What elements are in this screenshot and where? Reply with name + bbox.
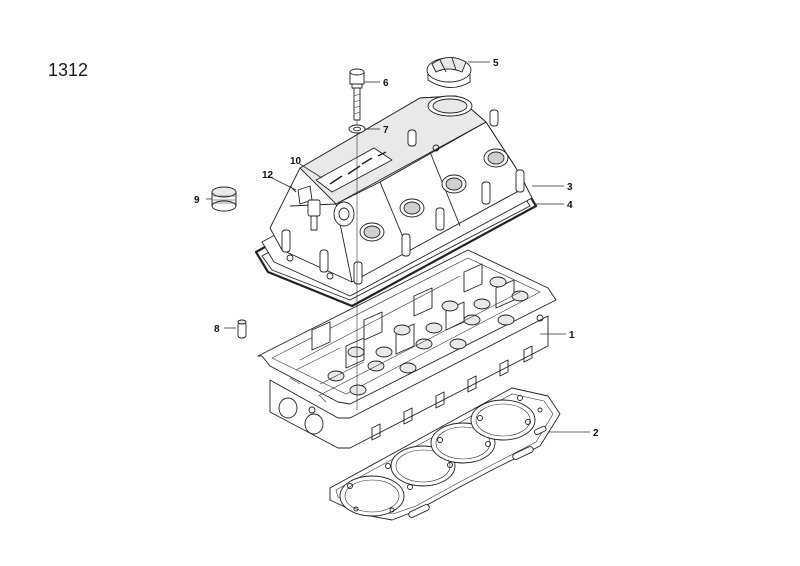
callout-6: 6 <box>383 78 389 89</box>
bolt[interactable] <box>349 68 365 121</box>
page-number: 1312 <box>48 60 89 80</box>
cylinder-head[interactable] <box>257 225 557 449</box>
callout-4: 4 <box>567 200 573 211</box>
callout-10: 10 <box>290 156 302 167</box>
washer[interactable] <box>348 124 366 134</box>
callout-5: 5 <box>493 58 499 69</box>
valve-cover[interactable] <box>261 95 533 297</box>
callout-8: 8 <box>214 324 220 335</box>
plug[interactable] <box>211 186 237 212</box>
callout-3: 3 <box>567 182 573 193</box>
callout-2: 2 <box>593 428 599 439</box>
dowel-pin[interactable] <box>237 319 247 339</box>
callout-9: 9 <box>194 195 200 206</box>
head-gasket[interactable] <box>329 387 561 521</box>
leader-lines <box>206 61 590 433</box>
sensor[interactable] <box>289 185 321 231</box>
oil-filler-cap[interactable] <box>426 57 472 88</box>
callout-1: 1 <box>569 330 575 341</box>
callout-12: 12 <box>262 170 274 181</box>
callout-7: 7 <box>383 125 389 136</box>
